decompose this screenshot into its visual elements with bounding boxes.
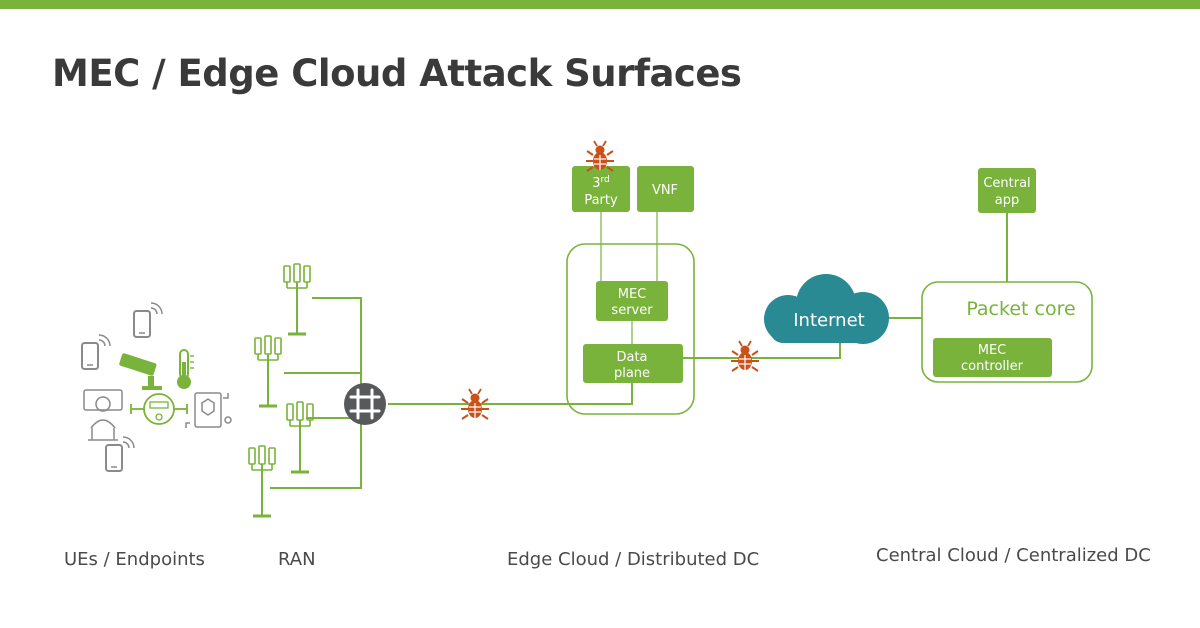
central-cloud: Central app Packet core MEC controller [921,168,1093,383]
edge-cloud: 3rd Party VNF MEC server Data plane [566,166,695,415]
central-app-label-1: Central [983,176,1030,191]
data-plane-label-2: plane [614,366,650,381]
edge-dc-container [566,243,695,415]
router-icon [344,383,386,425]
third-party-superscript: rd [601,175,610,185]
vnf-box[interactable]: VNF [637,166,694,212]
svg-text:3rd: 3rd [592,175,610,191]
smartphone-icon [81,334,111,370]
data-plane-box[interactable]: Data plane [583,344,683,383]
mec-server-label-1: MEC [618,287,647,302]
utility-meter-icon [130,393,188,425]
third-party-number: 3 [592,176,600,191]
vnf-label: VNF [652,183,678,198]
mec-controller-box[interactable]: MEC controller [933,338,1052,377]
internet-label: Internet [793,310,864,331]
cell-tower-icon [282,262,312,336]
data-plane-label-1: Data [616,350,647,365]
third-party-label: Party [584,193,618,208]
bug-icon [730,340,760,372]
third-party-box[interactable]: 3rd Party [572,166,630,212]
mec-server-box[interactable]: MEC server [596,281,668,321]
mec-server-label-2: server [611,303,653,318]
tablet-icon [185,392,232,428]
top-accent-bar [0,0,1200,9]
smartphone-icon [133,302,163,338]
cell-tower-icon [285,400,315,474]
mec-internal-lines [600,212,658,344]
section-label-central: Central Cloud / Centralized DC [876,545,1151,566]
cell-tower-icon [247,444,277,518]
page-title: MEC / Edge Cloud Attack Surfaces [52,52,742,95]
internet-cloud[interactable]: Internet [764,274,889,344]
smartphone-icon [105,436,135,472]
mec-controller-label-1: MEC [978,343,1007,358]
packet-core-container[interactable] [921,281,1093,383]
packet-core-label: Packet core [966,298,1075,320]
section-label-ran: RAN [278,549,316,570]
cloud-icon [764,274,889,344]
central-app-label-2: app [995,193,1019,208]
cctv-camera-icon [119,353,162,390]
section-label-ues: UEs / Endpoints [64,549,205,570]
person-icon [83,389,123,441]
ran-towers [247,262,315,518]
section-label-edge: Edge Cloud / Distributed DC [507,549,759,570]
ue-endpoints [81,302,232,472]
cell-tower-icon [253,334,283,408]
thermometer-icon [177,349,194,389]
mec-controller-label-2: controller [961,359,1024,374]
central-app-box[interactable]: Central app [978,168,1036,213]
